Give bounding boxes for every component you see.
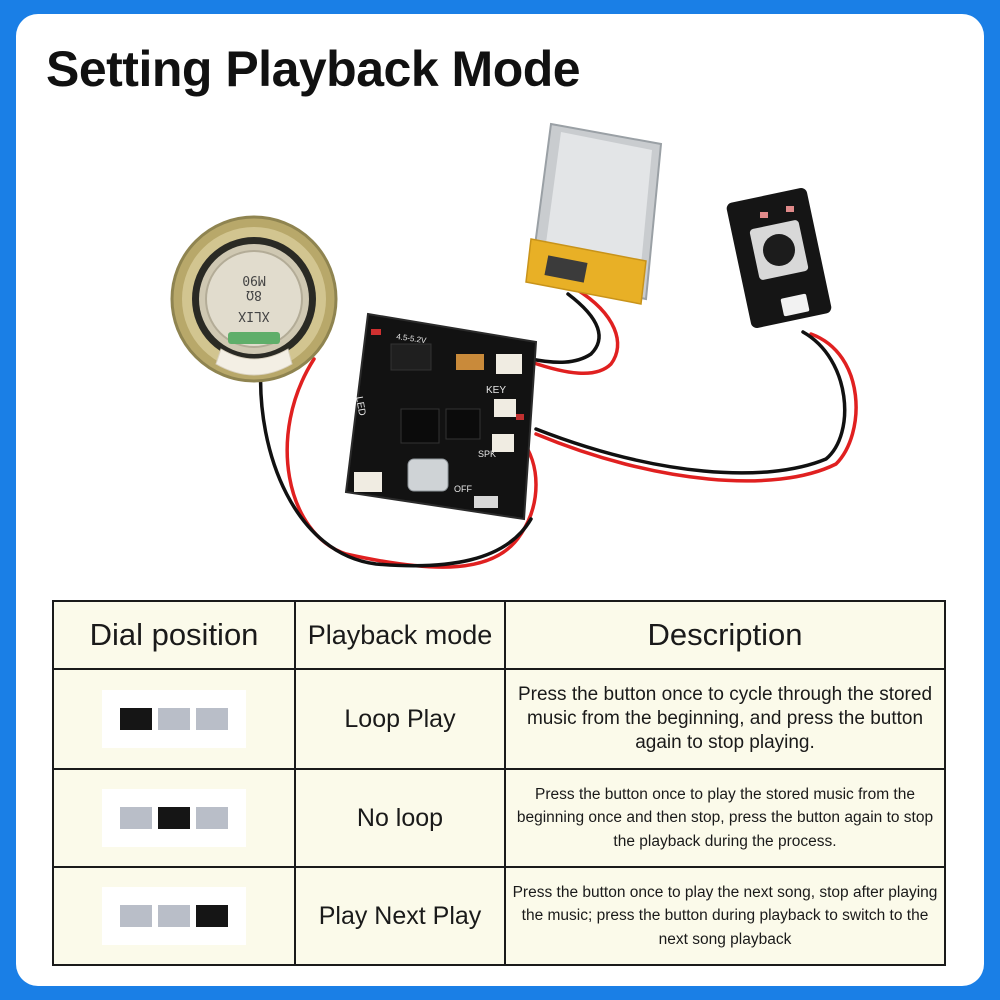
dial-switch-icon bbox=[102, 690, 246, 749]
key-wire-red bbox=[534, 332, 858, 483]
page-title: Setting Playback Mode bbox=[46, 41, 581, 97]
dial-slot bbox=[120, 807, 152, 830]
dial-slot bbox=[158, 905, 190, 927]
description-cell: Press the button once to play the next s… bbox=[504, 866, 946, 966]
dial-switch-icon bbox=[102, 789, 246, 848]
product-card: Setting Playback Mode M90 8Ω XLIX bbox=[16, 14, 984, 986]
mode-cell: Play Next Play bbox=[294, 866, 506, 966]
table-row: No loop Press the button once to play th… bbox=[52, 768, 946, 868]
audio-board-icon: KEY LED SPK OFF 4.5-5.2V bbox=[344, 312, 538, 521]
svg-text:SPK: SPK bbox=[478, 449, 496, 459]
key-wire-black bbox=[534, 330, 847, 475]
description-cell: Press the button once to play the stored… bbox=[504, 768, 946, 868]
svg-text:M90: M90 bbox=[242, 272, 265, 287]
mode-cell: No loop bbox=[294, 768, 506, 868]
dial-cell bbox=[52, 667, 296, 771]
svg-text:8Ω: 8Ω bbox=[246, 287, 262, 302]
header-dial-position: Dial position bbox=[52, 600, 296, 670]
table-row: Play Next Play Press the button once to … bbox=[52, 866, 946, 966]
dial-slot bbox=[120, 905, 152, 927]
dial-slot bbox=[158, 708, 190, 731]
svg-text:KEY: KEY bbox=[486, 385, 506, 396]
battery-wire-red bbox=[529, 287, 620, 375]
playback-mode-table: Dial position Playback mode Description … bbox=[52, 600, 946, 966]
svg-text:OFF: OFF bbox=[454, 484, 472, 494]
battery-wire-black bbox=[529, 292, 601, 365]
speaker-wire-black bbox=[258, 362, 533, 568]
dial-slot bbox=[120, 708, 152, 731]
header-playback-mode: Playback mode bbox=[294, 600, 506, 670]
dial-slot bbox=[196, 807, 228, 830]
battery-icon bbox=[525, 122, 663, 305]
dial-cell bbox=[52, 866, 296, 966]
module-illustration: M90 8Ω XLIX bbox=[170, 122, 858, 569]
dial-switch-icon bbox=[102, 887, 246, 945]
speaker-icon: M90 8Ω XLIX bbox=[170, 215, 338, 383]
svg-text:4.5-5.2V: 4.5-5.2V bbox=[396, 332, 428, 345]
dial-cell bbox=[52, 768, 296, 868]
description-cell: Press the button once to cycle through t… bbox=[504, 667, 946, 771]
dial-slot bbox=[196, 905, 228, 927]
table-header-row: Dial position Playback mode Description bbox=[52, 600, 946, 670]
mode-cell: Loop Play bbox=[294, 667, 506, 771]
key-module-icon bbox=[726, 187, 832, 329]
header-description: Description bbox=[504, 600, 946, 670]
dial-slot bbox=[196, 708, 228, 731]
svg-text:LED: LED bbox=[353, 396, 367, 417]
table-row: Loop Play Press the button once to cycle… bbox=[52, 667, 946, 771]
dial-slot bbox=[158, 807, 190, 830]
svg-text:XLIX: XLIX bbox=[238, 308, 269, 323]
